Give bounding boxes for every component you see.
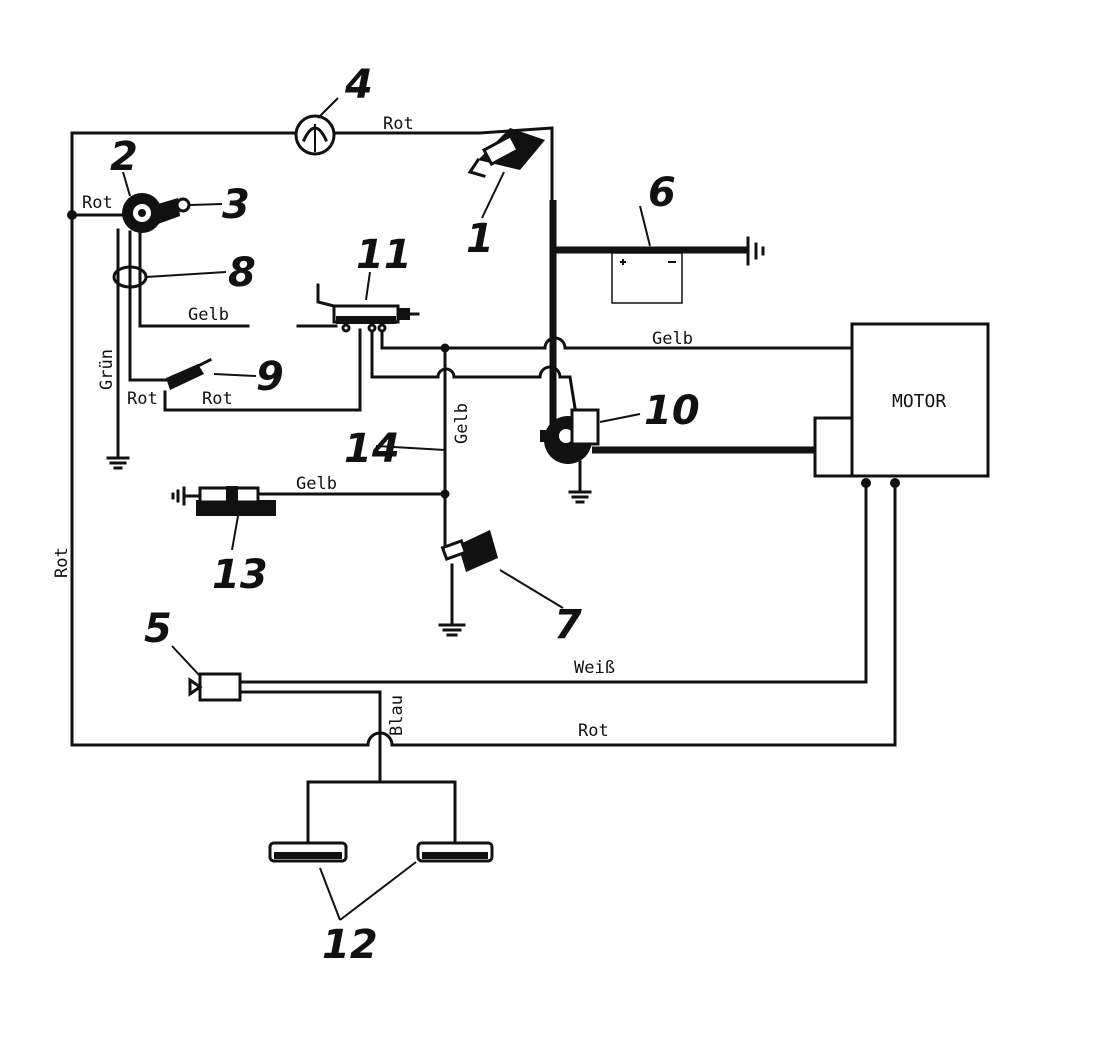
headlight-12-left bbox=[268, 841, 348, 863]
headlight-12-right bbox=[416, 841, 494, 863]
wire-rot-9-right bbox=[163, 328, 362, 412]
number-4: 4 bbox=[344, 62, 373, 108]
switch-7 bbox=[440, 530, 498, 572]
label-rot-9-left: Rot bbox=[127, 389, 158, 409]
wire-11-to-10 bbox=[370, 328, 440, 379]
wire-gelb-11 bbox=[138, 228, 250, 328]
label-weiss: Weiß bbox=[574, 658, 615, 678]
label-rot-left: Rot bbox=[52, 547, 72, 578]
junction-dot bbox=[440, 489, 450, 499]
switch-1 bbox=[467, 128, 545, 178]
junction-dot bbox=[67, 210, 77, 220]
label-rot-top: Rot bbox=[383, 114, 414, 134]
label-gelb-motor: Gelb bbox=[652, 329, 693, 349]
wires bbox=[70, 126, 897, 847]
label-gelb-13: Gelb bbox=[296, 474, 337, 494]
wire-lights-bus bbox=[306, 780, 457, 847]
wire-labels: Rot Rot Grün Gelb Rot Rot Gelb Gelb Gelb… bbox=[52, 114, 946, 741]
label-rot-bottom: Rot bbox=[578, 721, 609, 741]
wire-11-gelb-motor bbox=[380, 328, 547, 350]
switch-5 bbox=[188, 672, 242, 702]
solenoid-10 bbox=[540, 408, 600, 464]
number-12: 12 bbox=[322, 922, 378, 968]
number-6: 6 bbox=[648, 170, 676, 216]
label-rot-9-right: Rot bbox=[202, 389, 233, 409]
lamp-4 bbox=[294, 114, 336, 156]
label-gruen: Grün bbox=[97, 349, 117, 390]
number-7: 7 bbox=[554, 602, 582, 648]
motor-label: MOTOR bbox=[892, 391, 946, 412]
ground-symbol bbox=[106, 456, 130, 470]
key-3 bbox=[175, 197, 191, 213]
leader-lines bbox=[122, 97, 651, 921]
relay-11 bbox=[316, 283, 420, 333]
number-5: 5 bbox=[144, 606, 172, 652]
wire-rot-left bbox=[70, 213, 370, 747]
number-2: 2 bbox=[110, 134, 138, 180]
battery-6 bbox=[611, 236, 765, 304]
number-8: 8 bbox=[228, 250, 256, 296]
junction-dot bbox=[440, 343, 450, 353]
number-13: 13 bbox=[212, 552, 268, 598]
sensor-9 bbox=[166, 357, 213, 390]
number-1: 1 bbox=[466, 216, 494, 262]
label-blau: Blau bbox=[387, 695, 407, 736]
wire-blau bbox=[238, 690, 382, 782]
label-gelb-vertical: Gelb bbox=[452, 403, 472, 444]
number-10: 10 bbox=[644, 388, 700, 434]
label-gelb-11: Gelb bbox=[188, 305, 229, 325]
motor bbox=[813, 322, 990, 488]
wire-11-to-10-c bbox=[558, 375, 577, 410]
junctions bbox=[67, 210, 450, 499]
ground-symbol bbox=[438, 623, 466, 637]
wire-rot-9 bbox=[128, 230, 170, 382]
number-11: 11 bbox=[356, 232, 412, 278]
ignition-switch-2 bbox=[122, 193, 180, 233]
component-numbers: 4 2 3 1 6 11 8 9 10 14 13 7 5 12 bbox=[110, 62, 700, 968]
number-9: 9 bbox=[256, 354, 284, 400]
seat-switch-13 bbox=[171, 486, 276, 516]
wire-rot-bottom bbox=[390, 483, 897, 747]
number-3: 3 bbox=[222, 182, 250, 228]
wire-weiss bbox=[238, 483, 868, 684]
number-14: 14 bbox=[344, 426, 400, 472]
ground-symbol bbox=[568, 490, 592, 504]
label-rot-ignition: Rot bbox=[82, 193, 113, 213]
wire-rot-top bbox=[70, 131, 300, 217]
